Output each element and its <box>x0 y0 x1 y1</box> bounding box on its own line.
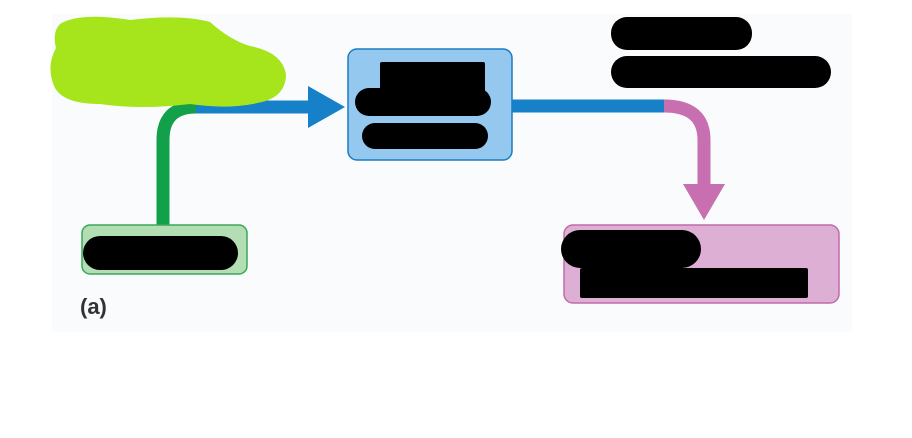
redaction-center-line-2 <box>355 88 491 116</box>
source-connector-green <box>156 100 206 226</box>
arrowhead-to-center <box>308 86 345 128</box>
highlight-scribble <box>50 16 286 107</box>
redaction-top-right-line-1 <box>611 17 752 50</box>
redaction-target-line-1 <box>561 230 701 268</box>
redaction-marks <box>83 17 831 298</box>
redaction-center-line-1 <box>380 62 485 92</box>
redaction-source-label <box>83 236 238 270</box>
redaction-target-line-2 <box>580 268 808 298</box>
redaction-top-right-line-2 <box>611 56 831 88</box>
arrowhead-to-target <box>683 184 725 220</box>
target-connector-magenta <box>663 99 711 186</box>
redaction-center-line-3 <box>362 123 488 149</box>
panel-label: (a) <box>80 294 107 319</box>
